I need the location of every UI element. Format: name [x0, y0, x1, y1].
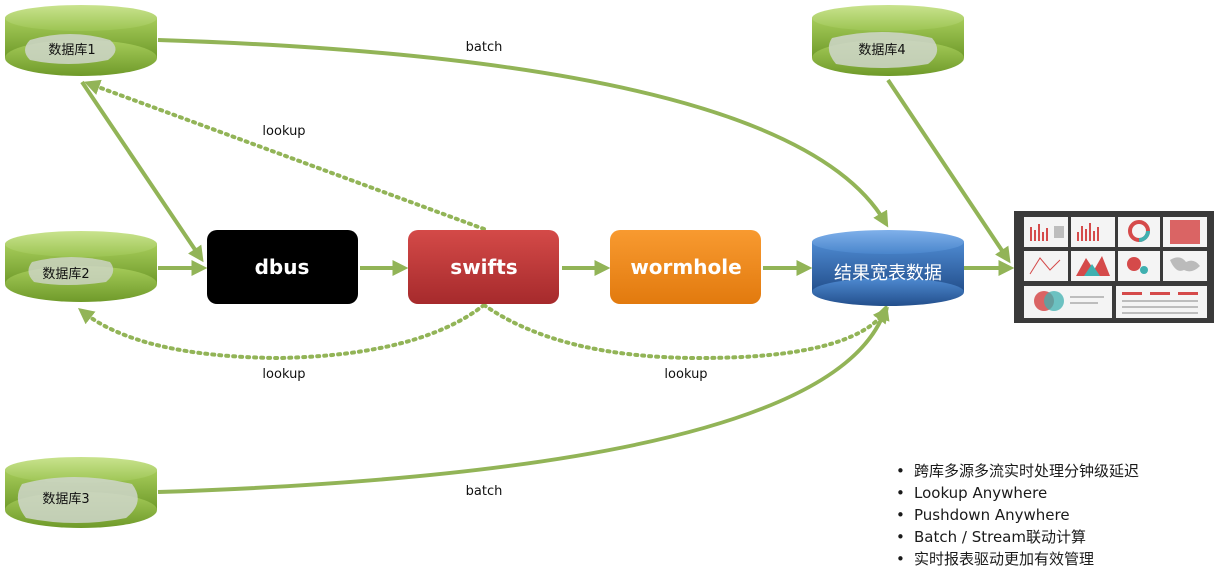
- database-2-node: 数据库2: [5, 231, 157, 302]
- arrow-db1-to-dbus: [80, 80, 204, 263]
- dbus-node: dbus: [207, 230, 358, 304]
- lookup-swifts-to-db2: [77, 303, 486, 361]
- bullet-item: 跨库多源多流实时处理分钟级延迟: [896, 460, 1211, 482]
- result-table-node: 结果宽表数据: [812, 230, 964, 306]
- result-table-label: 结果宽表数据: [834, 263, 942, 284]
- database-3-label: 数据库3: [42, 491, 89, 507]
- database-1-node: 数据库1: [5, 5, 157, 76]
- arrow-batch-db3-to-result: [157, 303, 890, 494]
- edge-label-lookup-right: lookup: [664, 367, 707, 382]
- lookup-swifts-to-result: [482, 303, 889, 361]
- edge-label-lookup-left: lookup: [262, 367, 305, 382]
- feature-bullet-list: 跨库多源多流实时处理分钟级延迟 Lookup Anywhere Pushdown…: [896, 460, 1211, 570]
- edge-label-batch-top: batch: [466, 40, 503, 55]
- database-4-label: 数据库4: [858, 42, 905, 58]
- bullet-item: 实时报表驱动更加有效管理: [896, 548, 1211, 570]
- swifts-node: swifts: [408, 230, 559, 304]
- database-1-label: 数据库1: [48, 42, 95, 58]
- edge-label-lookup-top: lookup: [262, 124, 305, 139]
- arrow-db4-to-dashboard: [886, 78, 1011, 264]
- edge-label-batch-bottom: batch: [466, 484, 503, 499]
- wormhole-label: wormhole: [630, 255, 741, 279]
- database-3-node: 数据库3: [5, 457, 157, 528]
- database-4-node: 数据库4: [812, 5, 964, 76]
- arrow-batch-db1-to-result: [157, 38, 889, 228]
- wormhole-node: wormhole: [610, 230, 761, 304]
- bullet-item: Batch / Stream联动计算: [896, 526, 1211, 548]
- bullet-item: Lookup Anywhere: [896, 482, 1211, 504]
- lookup-swifts-to-db1: [83, 79, 486, 231]
- swifts-label: swifts: [450, 255, 517, 279]
- dbus-label: dbus: [255, 255, 310, 279]
- database-2-label: 数据库2: [42, 266, 89, 282]
- bullet-item: Pushdown Anywhere: [896, 504, 1211, 526]
- dashboard-thumbnail-image: [1014, 211, 1214, 323]
